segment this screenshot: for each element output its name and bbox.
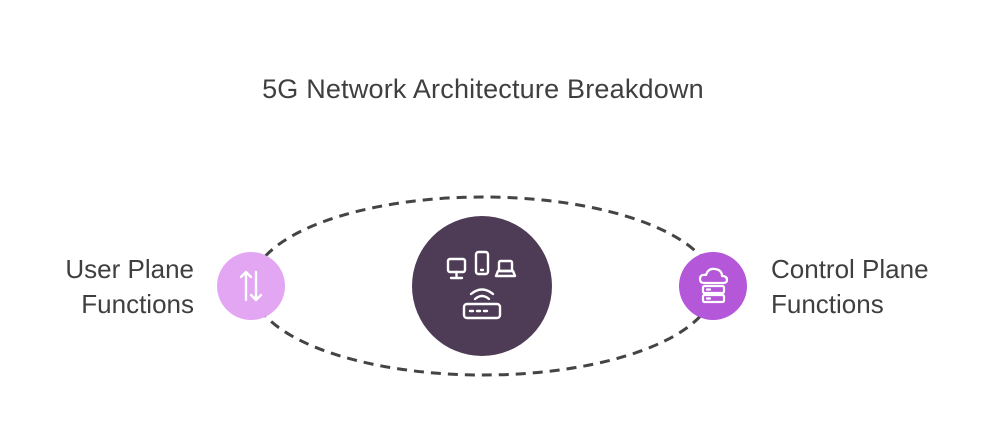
center-hub-circle: [412, 216, 552, 356]
diagram-title: 5G Network Architecture Breakdown: [262, 74, 704, 104]
control-plane-label-line2: Functions: [771, 289, 884, 319]
user-plane-label-line1: User Plane: [65, 254, 194, 284]
control-plane-label: Control Plane Functions: [771, 252, 929, 322]
center-hub[interactable]: [412, 216, 552, 356]
control-plane-node[interactable]: [679, 252, 747, 320]
user-plane-circle: [217, 252, 285, 320]
up-down-arrows-icon: [239, 270, 263, 302]
control-plane-label-line1: Control Plane: [771, 254, 929, 284]
user-plane-label-line2: Functions: [81, 289, 194, 319]
user-plane-node[interactable]: [217, 252, 285, 320]
cloud-server-icon: [698, 267, 729, 304]
network-devices-router-icon: [446, 250, 517, 320]
user-plane-label: User Plane Functions: [65, 252, 194, 322]
